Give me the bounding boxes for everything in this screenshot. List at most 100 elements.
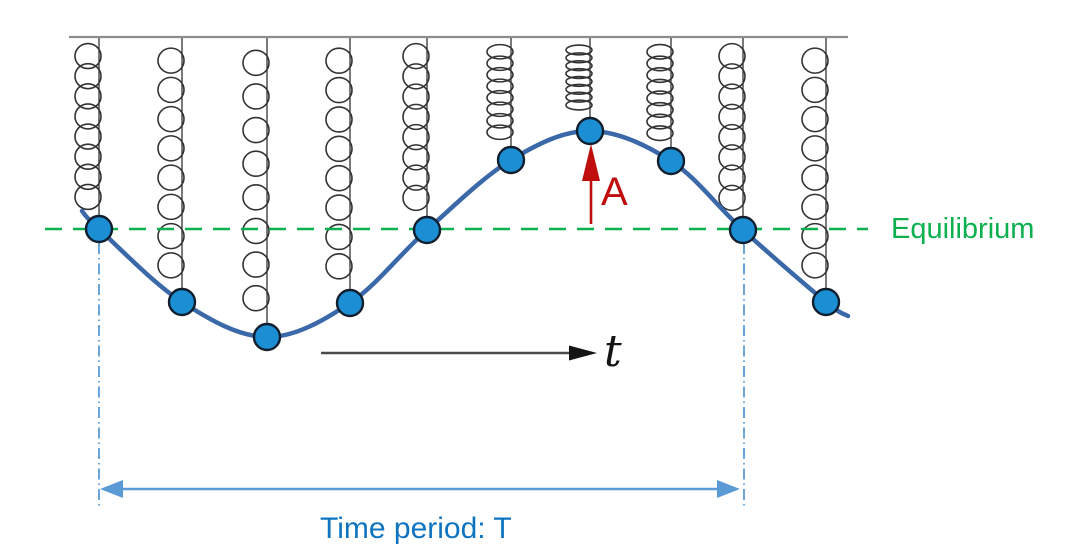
spring-coil	[325, 194, 353, 221]
spring-coil	[74, 62, 102, 90]
spring-coil	[486, 43, 514, 60]
spring-coil	[565, 75, 593, 88]
spring-coil	[718, 103, 746, 131]
spring-coil	[486, 89, 514, 106]
mass-dot	[496, 145, 526, 175]
spring-coil	[402, 144, 430, 171]
spring-coil	[325, 106, 353, 133]
spring-coil	[402, 63, 430, 90]
spring-coil	[157, 252, 185, 279]
spring-coil	[646, 101, 674, 118]
spring-coil	[718, 184, 746, 212]
spring-coil	[74, 83, 102, 110]
spring-coil	[402, 123, 430, 151]
spring-coil	[242, 184, 270, 211]
spring-coil	[718, 144, 746, 171]
spring-coil	[157, 164, 185, 191]
spring-coil	[565, 91, 593, 103]
time-arrow-head	[569, 345, 597, 361]
mass-dot	[728, 215, 758, 245]
spring-coil	[486, 112, 514, 129]
spring-coil	[565, 52, 593, 64]
amplitude-label: A	[601, 170, 628, 214]
mass-dot	[656, 146, 686, 176]
period-arrow-head-right	[717, 480, 740, 498]
spring-coil	[565, 60, 593, 72]
spring-coil	[646, 113, 674, 130]
spring-coil	[74, 163, 102, 191]
spring-coil	[157, 193, 185, 221]
spring-coil	[718, 42, 746, 70]
spring-coil	[402, 103, 430, 131]
spring-coil	[718, 123, 746, 151]
spring-coil	[325, 164, 353, 192]
period-label: Time period: T	[320, 512, 512, 545]
spring-coil	[74, 143, 102, 170]
time-axis-label: t	[604, 326, 622, 377]
amplitude-arrow-head	[582, 144, 600, 181]
spring-coil	[646, 43, 674, 60]
spring-coil	[801, 193, 829, 221]
spring-coil	[242, 284, 270, 312]
spring-coil	[801, 105, 829, 133]
spring-coil	[74, 42, 102, 70]
spring-coil	[801, 47, 829, 74]
spring-coil	[242, 217, 270, 245]
mass-dot	[84, 214, 114, 244]
spring-coil	[486, 55, 514, 72]
spring-coil	[646, 67, 674, 84]
spring-coil	[402, 184, 430, 212]
spring-coil	[242, 150, 270, 177]
spring-coil	[486, 66, 514, 83]
spring-coil	[565, 44, 593, 56]
generated-geometry	[45, 35, 868, 509]
mass-dot	[811, 287, 841, 317]
spring-coil	[74, 183, 102, 211]
spring-coil	[157, 222, 185, 250]
mass-dot	[335, 288, 365, 318]
spring-coil	[242, 116, 270, 144]
spring-coil	[646, 125, 674, 142]
mass-dot	[167, 287, 197, 317]
spring-coil	[325, 253, 353, 280]
spring-coil	[801, 164, 829, 191]
spring-coil	[402, 42, 430, 70]
spring-coil	[646, 55, 674, 72]
spring-coil	[157, 105, 185, 133]
spring-coil	[74, 123, 102, 150]
spring-coil	[565, 67, 593, 80]
spring-coil	[801, 252, 829, 279]
spring-coil	[242, 251, 270, 278]
spring-coil	[565, 99, 593, 111]
spring-coil	[157, 76, 185, 104]
spring-coil	[801, 76, 829, 104]
spring-coil	[325, 47, 353, 74]
spring-coil	[646, 78, 674, 95]
spring-coil	[718, 164, 746, 191]
spring-coil	[402, 83, 430, 110]
spring-coil	[486, 101, 514, 118]
mass-dot	[575, 116, 605, 146]
spring-coil	[242, 83, 270, 110]
spring-coil	[646, 90, 674, 107]
spring-coil	[565, 83, 593, 95]
spring-coil	[242, 49, 270, 77]
spring-coil	[325, 76, 353, 104]
spring-coil	[486, 124, 514, 141]
spring-coil	[718, 63, 746, 90]
spring-coil	[486, 78, 514, 95]
spring-coil	[157, 135, 185, 162]
spring-coil	[718, 83, 746, 110]
spring-coil	[74, 103, 102, 130]
mass-dot	[252, 322, 282, 352]
spring-coil	[801, 222, 829, 250]
spring-coil	[325, 223, 353, 251]
spring-coil	[801, 135, 829, 162]
equilibrium-label: Equilibrium	[891, 213, 1034, 245]
mass-dot	[412, 215, 442, 245]
period-arrow-head-left	[100, 480, 123, 498]
spring-coil	[157, 47, 185, 74]
spring-coil	[402, 164, 430, 191]
